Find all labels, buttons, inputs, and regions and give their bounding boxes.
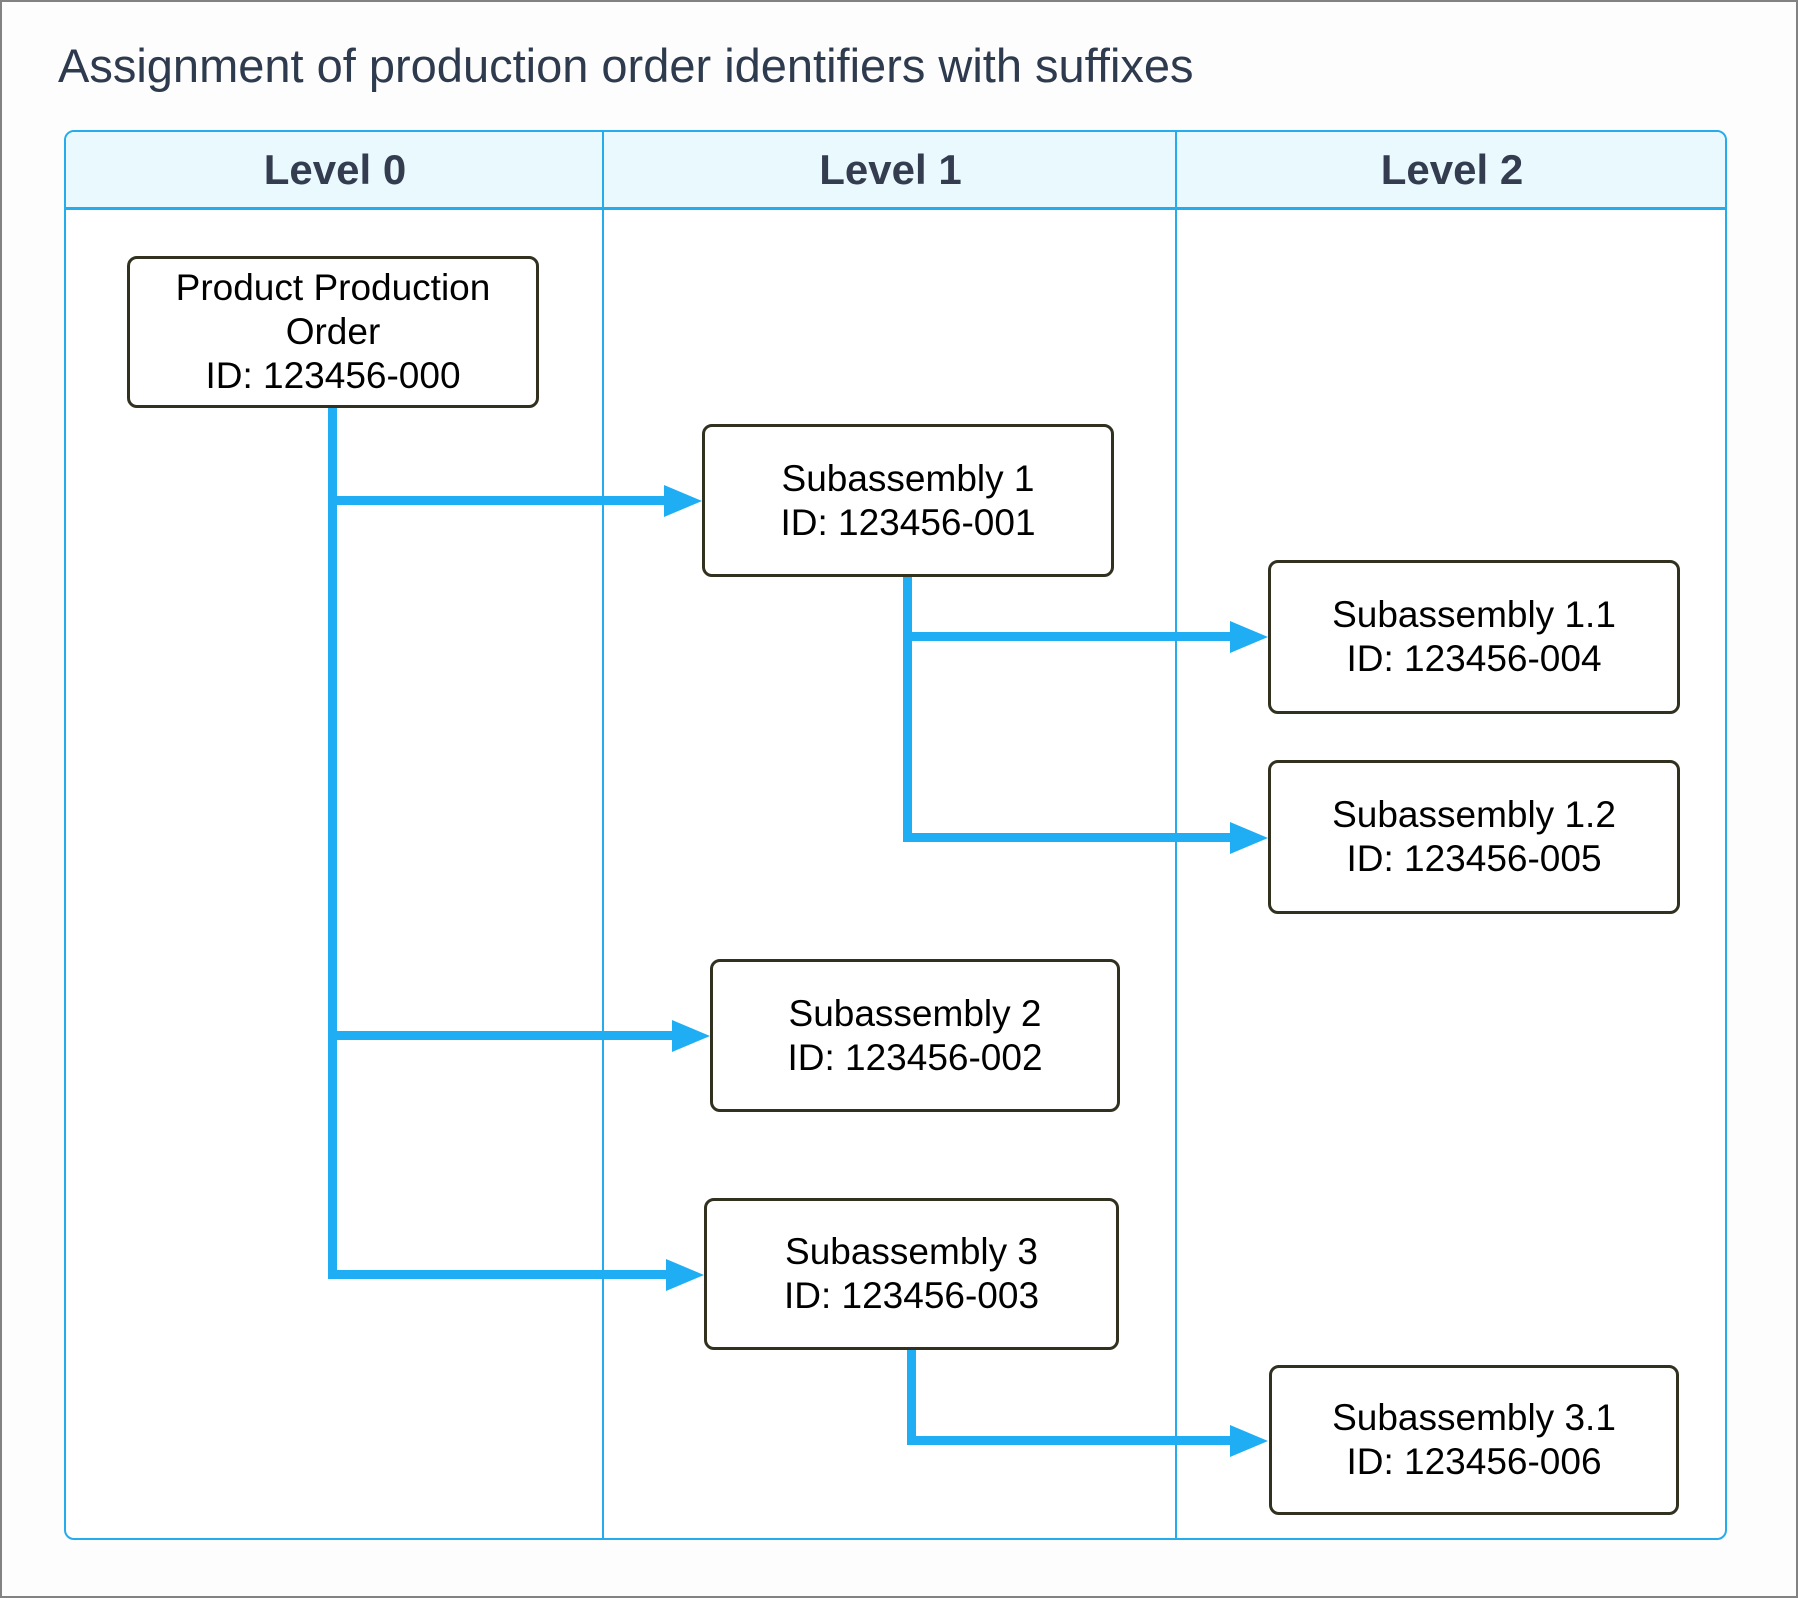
node-id: ID: 123456-001 [780,501,1036,543]
node-subassembly-1-1: Subassembly 1.1 ID: 123456-004 [1268,560,1680,714]
node-subassembly-1: Subassembly 1 ID: 123456-001 [702,424,1114,577]
edge-sub3-to-sub31-arrowhead-icon [1230,1425,1268,1457]
edge-sub3-trunk-vertical [907,1350,916,1445]
node-id: ID: 123456-006 [1346,1441,1602,1482]
edge-root-to-sub3-shaft [328,1270,668,1279]
column-divider-0-1 [602,132,604,1538]
node-id: ID: 123456-005 [1346,838,1602,879]
edge-root-trunk-vertical [328,408,337,1279]
node-subassembly-3: Subassembly 3 ID: 123456-003 [704,1198,1119,1350]
edge-root-to-sub2-shaft [328,1031,674,1040]
node-id: ID: 123456-000 [205,355,461,396]
column-header-row [66,132,1725,210]
node-id: ID: 123456-003 [783,1275,1040,1316]
node-label: Subassembly 1 [781,457,1035,499]
edge-sub3-to-sub31-shaft [907,1436,1232,1445]
edge-sub1-to-sub11-shaft [903,632,1232,641]
edge-root-to-sub3-arrowhead-icon [666,1259,704,1291]
column-header-level-2: Level 2 [1380,146,1524,193]
column-header-level-0: Level 0 [263,146,407,193]
node-subassembly-1-2: Subassembly 1.2 ID: 123456-005 [1268,760,1680,914]
node-label: Subassembly 3 [785,1231,1038,1272]
node-id: ID: 123456-002 [787,1036,1043,1078]
edge-root-to-sub1-arrowhead-icon [664,485,702,517]
diagram-title: Assignment of production order identifie… [58,39,1194,92]
node-label: Subassembly 1.1 [1332,594,1616,635]
edge-sub1-to-sub11-arrowhead-icon [1230,621,1268,653]
node-subassembly-2: Subassembly 2 ID: 123456-002 [710,959,1120,1112]
edge-sub1-trunk-vertical [903,577,912,842]
edge-root-to-sub2-arrowhead-icon [672,1020,710,1052]
edge-sub1-to-sub12-arrowhead-icon [1230,822,1268,854]
edge-root-to-sub1-shaft [328,496,666,505]
node-label: Subassembly 3.1 [1332,1397,1616,1438]
node-subassembly-3-1: Subassembly 3.1 ID: 123456-006 [1269,1365,1679,1515]
column-header-level-1: Level 1 [819,146,962,193]
node-label: Product Production Order [175,267,491,352]
node-label: Subassembly 2 [788,992,1042,1034]
node-id: ID: 123456-004 [1346,638,1602,679]
node-product-production-order: Product Production Order ID: 123456-000 [127,256,539,408]
node-label: Subassembly 1.2 [1332,794,1616,835]
edge-sub1-to-sub12-shaft [903,833,1232,842]
